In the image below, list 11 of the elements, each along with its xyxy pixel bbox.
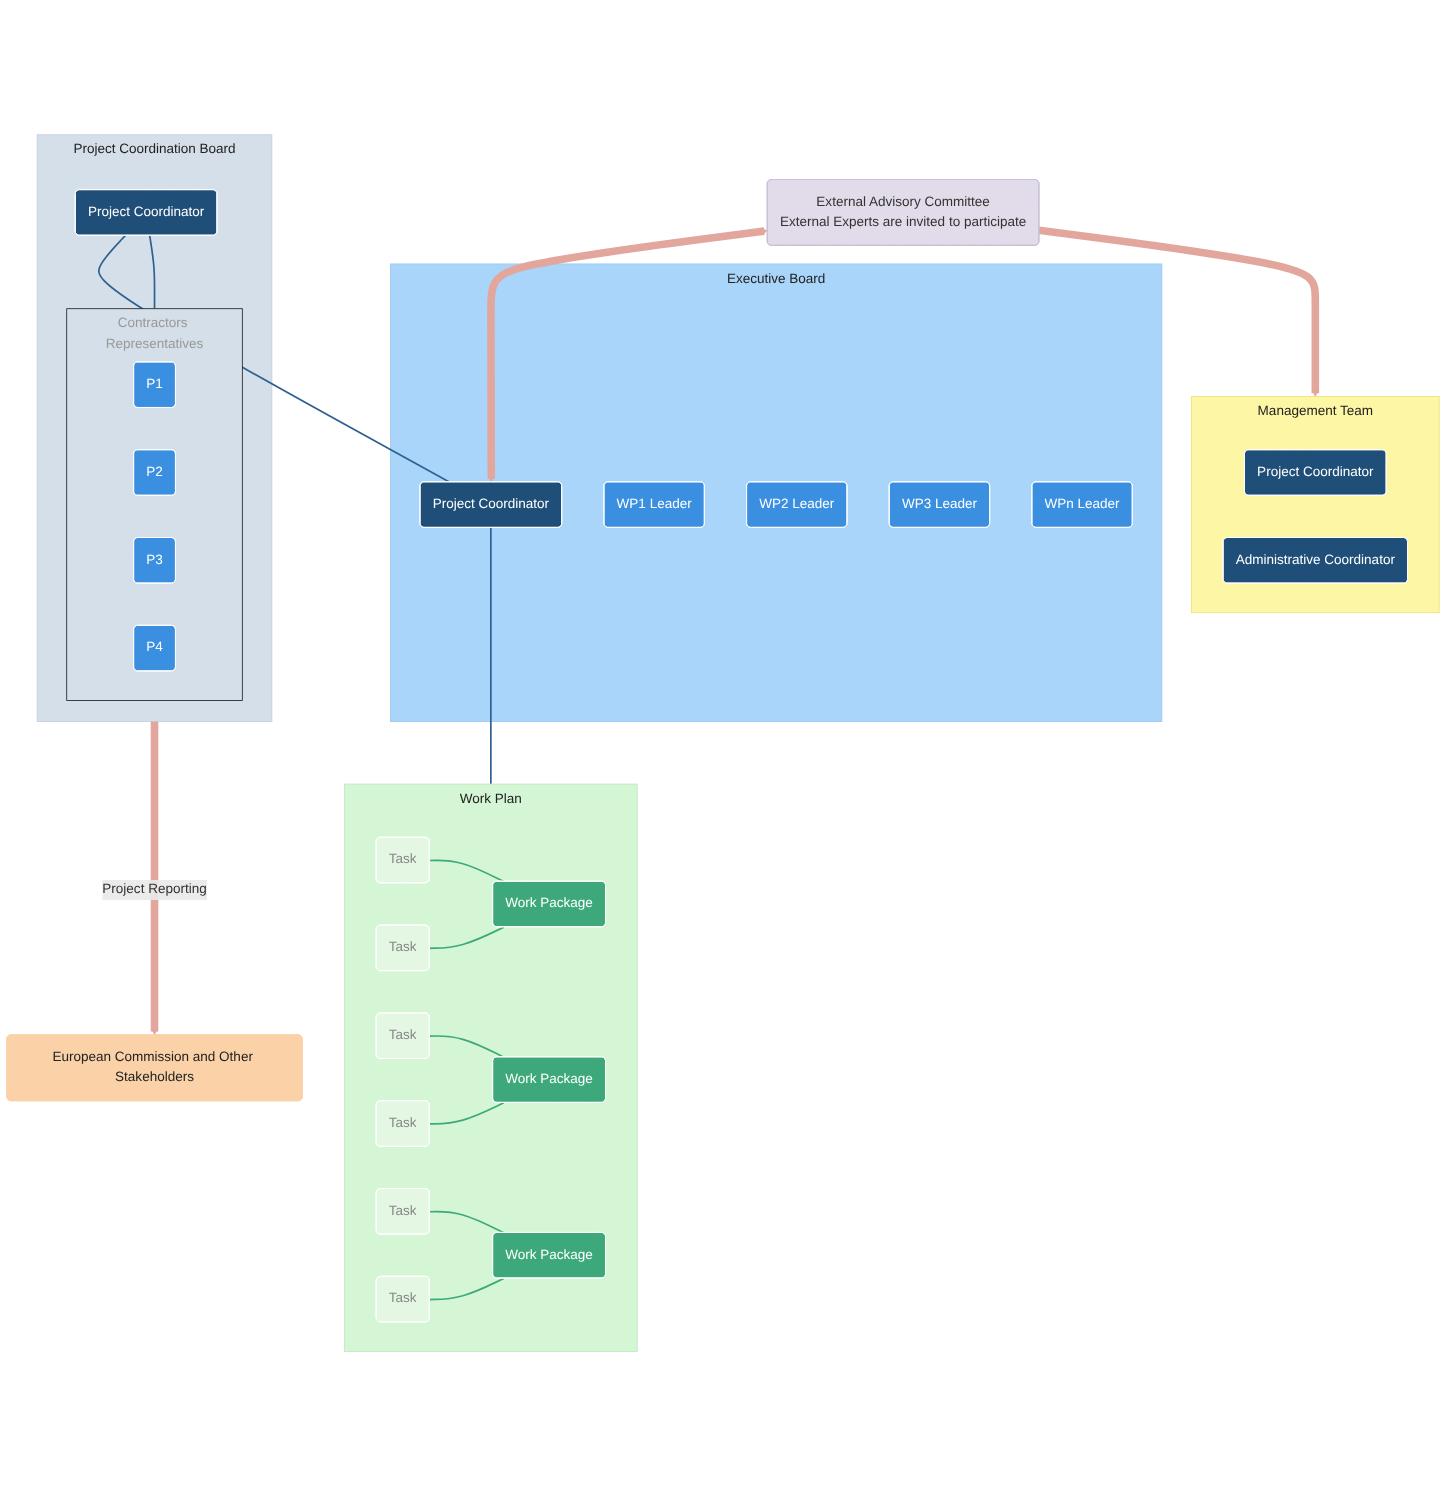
arrow: [1038, 227, 1320, 398]
connector: [428, 1102, 505, 1126]
connector: [148, 235, 156, 311]
connector: [428, 1036, 505, 1059]
connector: [428, 1278, 505, 1302]
connector: [428, 1211, 505, 1235]
connector: [490, 527, 492, 786]
arrow: [487, 228, 768, 484]
connector: [428, 927, 505, 950]
arrow: [150, 722, 159, 1037]
connector: [428, 860, 505, 884]
